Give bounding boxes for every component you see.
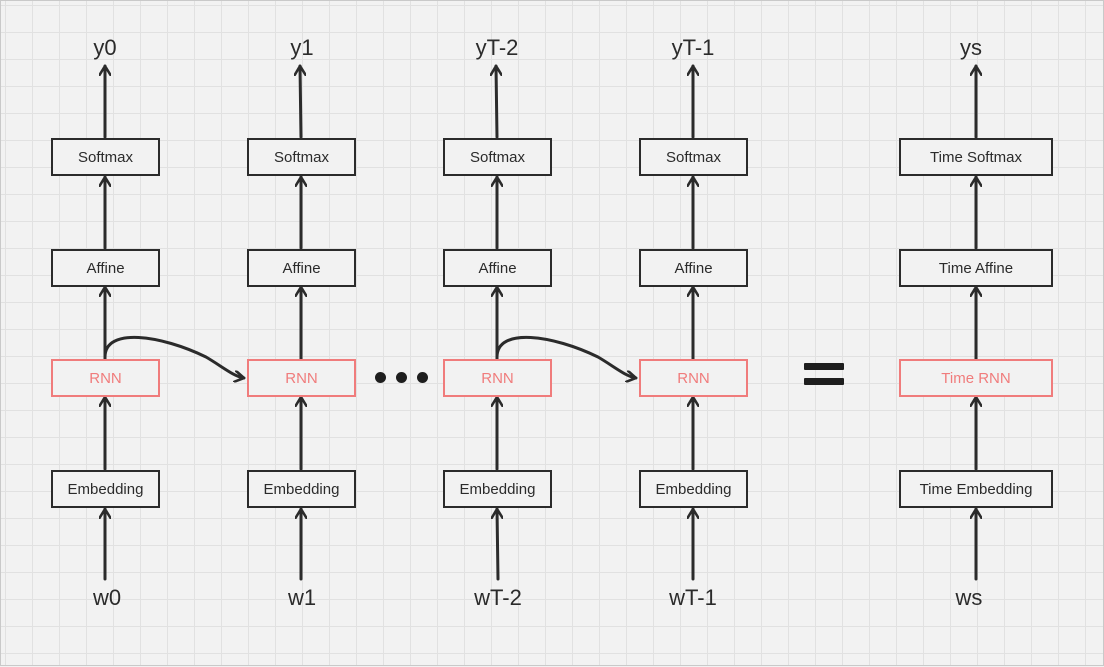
output-label-0: y0 — [93, 35, 117, 60]
time-input-label: ws — [955, 585, 983, 610]
time-softmax-box: Time Softmax — [899, 138, 1053, 176]
output-label-3: yT-1 — [671, 35, 715, 60]
rnn-box-1: RNN — [247, 359, 356, 397]
softmax-box-3: Softmax — [639, 138, 748, 176]
affine-box-1: Affine — [247, 249, 356, 287]
input-label-0: w0 — [92, 585, 122, 610]
affine-box-3: Affine — [639, 249, 748, 287]
input-label-3: wT-1 — [669, 585, 717, 610]
embedding-box-2: Embedding — [443, 470, 552, 508]
ellipsis-dots — [375, 372, 428, 383]
arrow-softmax-to-output-1 — [300, 64, 301, 139]
equals-bar-bottom — [804, 378, 844, 385]
softmax-box-1: Softmax — [247, 138, 356, 176]
affine-box-0: Affine — [51, 249, 160, 287]
embedding-box-1: Embedding — [247, 470, 356, 508]
rnn-box-3: RNN — [639, 359, 748, 397]
ellipsis-dot — [375, 372, 386, 383]
rnn-box-2: RNN — [443, 359, 552, 397]
embedding-box-3: Embedding — [639, 470, 748, 508]
ellipsis-dot — [396, 372, 407, 383]
time-output-label: ys — [960, 35, 982, 60]
rnn-box-0: RNN — [51, 359, 160, 397]
time-rnn-box: Time RNN — [899, 359, 1053, 397]
equals-sign — [804, 363, 844, 393]
arrow-input-to-embedding-2 — [497, 507, 498, 581]
hidden-state-arrow-0-to-1 — [103, 336, 246, 378]
output-label-1: y1 — [290, 35, 314, 60]
embedding-box-0: Embedding — [51, 470, 160, 508]
arrow-softmax-to-output-2 — [496, 64, 497, 139]
time-affine-box: Time Affine — [899, 249, 1053, 287]
softmax-box-0: Softmax — [51, 138, 160, 176]
input-label-2: wT-2 — [474, 585, 522, 610]
softmax-box-2: Softmax — [443, 138, 552, 176]
ellipsis-dot — [417, 372, 428, 383]
hidden-state-arrow-2-to-3 — [495, 336, 638, 378]
input-label-1: w1 — [287, 585, 317, 610]
affine-box-2: Affine — [443, 249, 552, 287]
output-label-2: yT-2 — [475, 35, 519, 60]
time-embedding-box: Time Embedding — [899, 470, 1053, 508]
equals-bar-top — [804, 363, 844, 370]
